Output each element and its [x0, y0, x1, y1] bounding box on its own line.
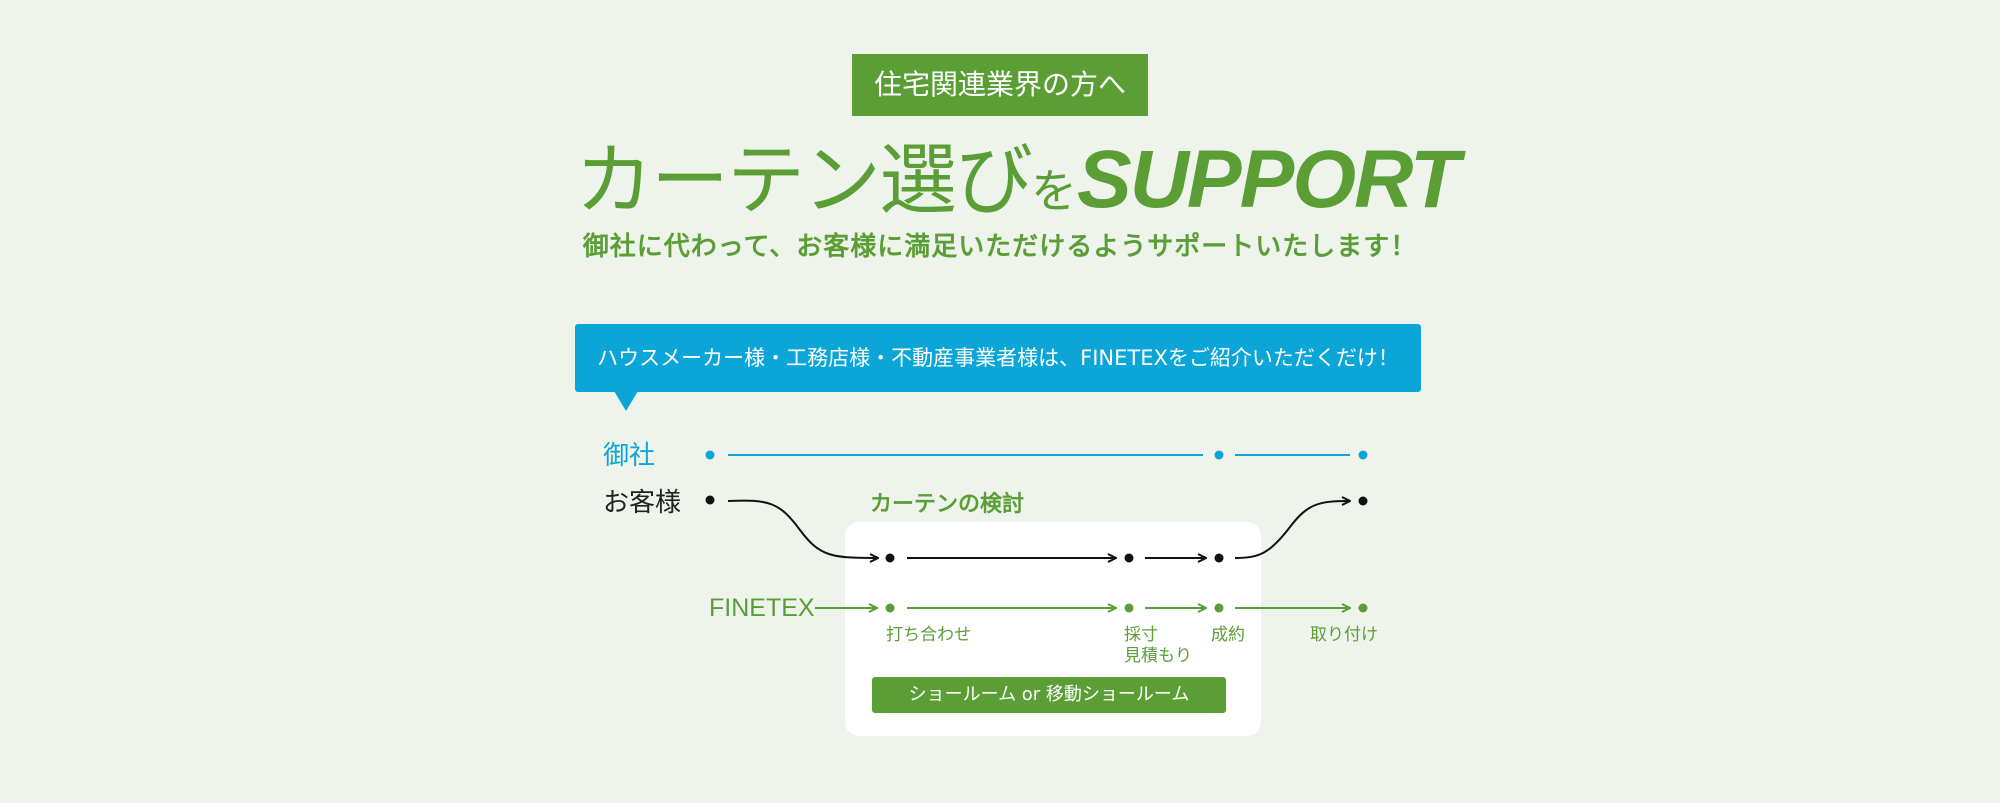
headline-part-2: を: [1031, 164, 1078, 218]
customer-node-end: [1358, 496, 1368, 506]
finetex-node-install: [1358, 603, 1368, 613]
row-label-finetex: FINETEX: [709, 594, 815, 622]
customer-node-start: [705, 495, 715, 505]
company-node-end: [1358, 450, 1368, 460]
headline-part-3: SUPPORT: [1077, 134, 1460, 225]
row-label-company: 御社: [603, 441, 656, 471]
headline: カーテン選びをSUPPORT: [575, 130, 1460, 230]
company-node-contract: [1214, 450, 1224, 460]
panel-title: カーテンの検討: [870, 492, 1025, 517]
step-label-measure-line-1: 採寸: [1124, 625, 1158, 645]
row-label-customer: お客様: [603, 488, 682, 518]
company-node-start: [705, 450, 715, 460]
step-label-install: 取り付け: [1310, 625, 1378, 645]
company-track: [705, 450, 1368, 460]
intro-banner: ハウスメーカー様・工務店様・不動産事業者様は、FINETEXをご紹介いただくだけ…: [575, 324, 1421, 392]
showroom-badge: ショールーム or 移動ショールーム: [872, 677, 1226, 713]
step-label-contract: 成約: [1211, 625, 1245, 645]
step-label-meeting: 打ち合わせ: [886, 625, 971, 645]
step-label-measure-line-2: 見積もり: [1124, 646, 1192, 666]
step-label-measure: 採寸 見積もり: [1124, 625, 1192, 667]
headline-part-1: カーテン選び: [575, 136, 1033, 226]
subtitle: 御社に代わって、お客様に満足いただけるようサポートいたします！: [582, 232, 1418, 262]
audience-tag: 住宅関連業界の方へ: [852, 54, 1148, 116]
banner-tail: [614, 391, 638, 411]
